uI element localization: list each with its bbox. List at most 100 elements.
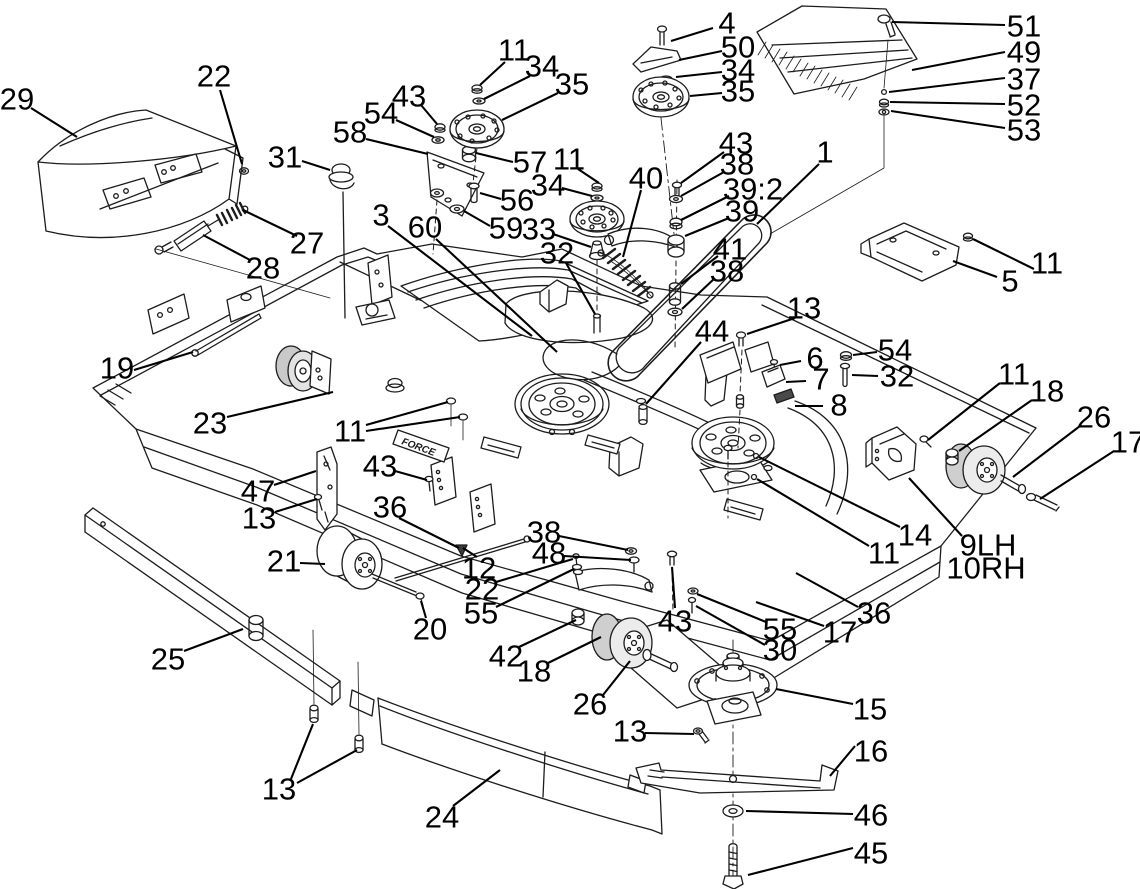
bolt-51 (877, 14, 896, 38)
leader-line-58 (365, 137, 429, 156)
spindle-pulley-left (514, 373, 610, 436)
leader-line-28 (202, 234, 251, 261)
idler-pulley-left (449, 84, 505, 184)
leader-line-32 (565, 262, 596, 315)
callout-39:2: 39:2 (723, 172, 783, 207)
leader-line-50 (678, 49, 723, 62)
leader-line-19 (133, 350, 194, 372)
leader-line-11 (577, 168, 600, 184)
leader-line-35 (689, 91, 723, 98)
mower-deck: FORCE (92, 243, 1037, 680)
leader-line-42 (518, 619, 577, 648)
callout-36: 36 (373, 490, 407, 525)
callout-60: 60 (408, 210, 442, 245)
leader-line-38 (680, 171, 725, 197)
bolt-13-spindle (692, 727, 704, 735)
leader-line-37 (888, 76, 1006, 94)
callout-34: 34 (525, 49, 559, 84)
leader-line-4 (670, 26, 714, 43)
callout-3: 3 (372, 198, 389, 233)
callout-32: 32 (540, 236, 574, 271)
leader-line-49 (911, 50, 1006, 72)
bracket-47 (313, 446, 338, 531)
warning-decal (355, 299, 396, 326)
idler-pulley-right (632, 25, 690, 235)
callout-46: 46 (854, 798, 888, 833)
callout-38: 38 (710, 254, 744, 289)
callout-24: 24 (425, 800, 459, 835)
bracket-5 (860, 222, 974, 282)
callout-55: 55 (763, 612, 797, 647)
idler-bracket-assembly (426, 123, 485, 255)
leader-line-15 (775, 687, 854, 706)
leader-line-40 (621, 189, 643, 258)
leader-line-55 (495, 568, 575, 608)
idler-pulley-middle (569, 182, 625, 315)
callout-22: 22 (197, 59, 231, 94)
discharge-deflector (37, 109, 355, 319)
spindle-pulley-right (691, 416, 775, 493)
leader-line-16 (829, 745, 856, 777)
rail-25 (84, 507, 341, 706)
leader-line-22 (218, 89, 244, 165)
roller-21 (316, 525, 425, 607)
callout-11: 11 (498, 33, 530, 68)
callout-38: 38 (527, 515, 561, 550)
leader-line-11 (365, 400, 449, 427)
washer-22 (238, 167, 250, 175)
leader-line-57 (475, 151, 514, 164)
spindle-assembly-15 (688, 639, 778, 887)
leader-line-13 (274, 497, 318, 514)
callout-43: 43 (719, 126, 753, 161)
idler-arm (603, 227, 685, 258)
leader-line-34 (675, 70, 723, 79)
callout-43: 43 (658, 604, 692, 639)
leader-line-34 (561, 186, 593, 198)
callout-20: 20 (413, 612, 447, 647)
pivot-knob-31 (328, 163, 355, 319)
leader-line-36 (795, 572, 859, 608)
callout-12: 12 (462, 551, 496, 586)
leader-line-24 (452, 769, 501, 807)
callout-18: 18 (517, 654, 551, 689)
callout-34: 34 (531, 168, 565, 203)
wheel-right (945, 443, 1060, 512)
callout-11: 11 (1031, 246, 1063, 281)
callout-7: 7 (812, 362, 829, 397)
spring-27 (215, 201, 247, 227)
leader-line-20 (419, 600, 428, 619)
callout-54: 54 (364, 96, 398, 131)
callout-37: 37 (1007, 62, 1041, 97)
damper-28 (154, 219, 219, 255)
leader-line-27 (242, 209, 298, 237)
callout-31: 31 (268, 140, 302, 175)
clamp-bracket-50 (632, 46, 682, 73)
callout-29: 29 (0, 82, 34, 117)
callout-8: 8 (830, 388, 847, 423)
callout-23: 23 (193, 406, 227, 441)
extension-spring-40 (597, 247, 654, 299)
leader-line-53 (890, 109, 1006, 130)
callout-39: 39 (725, 194, 759, 229)
callout-43: 43 (363, 449, 397, 484)
leader-line-7 (785, 379, 807, 384)
callout-13: 13 (242, 501, 276, 536)
drawing: FORCE (37, 5, 1060, 889)
callout-18: 18 (1030, 374, 1064, 409)
leader-line-13 (746, 317, 796, 335)
leader-line-55 (696, 593, 767, 623)
leader-line-46 (745, 809, 854, 816)
callout-35: 35 (555, 67, 589, 102)
leader-line-56 (479, 191, 502, 201)
leader-line-23 (226, 390, 334, 419)
leader-line-38 (681, 277, 716, 310)
leader-line-43 (670, 566, 677, 609)
callout-16: 16 (854, 734, 888, 769)
leader-line-31 (301, 160, 331, 171)
callout-11: 11 (553, 142, 585, 177)
callout-52: 52 (1007, 88, 1041, 123)
leader-line-21 (299, 561, 326, 566)
callout-51: 51 (1007, 9, 1041, 44)
